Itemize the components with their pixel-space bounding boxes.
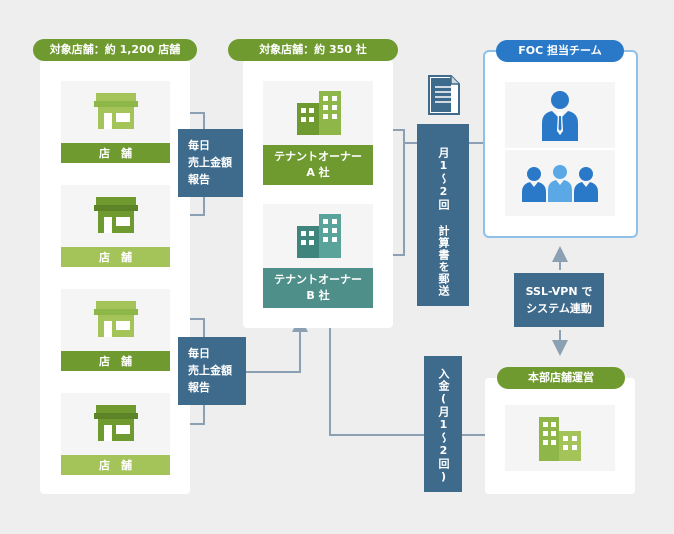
foc-team-title: FOC 担当チーム xyxy=(496,40,624,62)
store-icon xyxy=(94,197,138,233)
tenant-label-line2: A 社 xyxy=(306,166,330,179)
ssl-vpn-box: SSL-VPN で システム連動 xyxy=(514,273,604,327)
vpn-line1: SSL-VPN で xyxy=(525,285,593,298)
report-line: 報告 xyxy=(188,381,210,394)
store-label: 店 舗 xyxy=(61,351,170,371)
store-icon xyxy=(94,301,138,337)
tenant-label: テナントオーナー A 社 xyxy=(263,145,373,185)
report-line: 売上金額 xyxy=(188,156,232,169)
daily-report-box-2: 毎日 売上金額 報告 xyxy=(178,337,246,405)
store-label: 店 舗 xyxy=(61,247,170,267)
vpn-line2: システム連動 xyxy=(526,302,592,315)
daily-report-box-1: 毎日 売上金額 報告 xyxy=(178,129,246,197)
tenant-label-line2: B 社 xyxy=(306,289,330,302)
person-icon xyxy=(542,91,578,141)
store-card-2: 店 舗 xyxy=(61,185,170,267)
hq-building-card xyxy=(505,405,615,471)
store-label: 店 舗 xyxy=(61,455,170,475)
store-icon xyxy=(94,93,138,129)
store-icon xyxy=(94,405,138,441)
group-icon xyxy=(522,165,598,202)
tenant-label: テナントオーナー B 社 xyxy=(263,268,373,308)
report-line: 売上金額 xyxy=(188,364,232,377)
foc-members-card xyxy=(505,150,615,216)
building-icon xyxy=(297,214,341,258)
foc-manager-card xyxy=(505,82,615,148)
tenant-label-line1: テナントオーナー xyxy=(274,150,362,163)
building-icon xyxy=(539,417,581,461)
monthly-statement-box: 月1〜2回 計算書を郵送 xyxy=(417,124,469,306)
report-line: 毎日 xyxy=(188,139,210,152)
tenant-card-b: テナントオーナー B 社 xyxy=(263,204,373,308)
document-icon xyxy=(428,75,460,115)
report-line: 毎日 xyxy=(188,347,210,360)
store-card-4: 店 舗 xyxy=(61,393,170,475)
store-card-3: 店 舗 xyxy=(61,289,170,371)
store-label: 店 舗 xyxy=(61,143,170,163)
tenant-label-line1: テナントオーナー xyxy=(274,273,362,286)
hq-title: 本部店舗運営 xyxy=(497,367,625,389)
tenant-card-a: テナントオーナー A 社 xyxy=(263,81,373,185)
report-line: 報告 xyxy=(188,173,210,186)
store-card-1: 店 舗 xyxy=(61,81,170,163)
building-icon xyxy=(297,91,341,135)
stores-title: 対象店舗：約 1,200 店舗 xyxy=(33,39,197,61)
tenants-title: 対象店舗：約 350 社 xyxy=(228,39,398,61)
payment-box: 入金(月1〜2回) xyxy=(424,356,462,492)
